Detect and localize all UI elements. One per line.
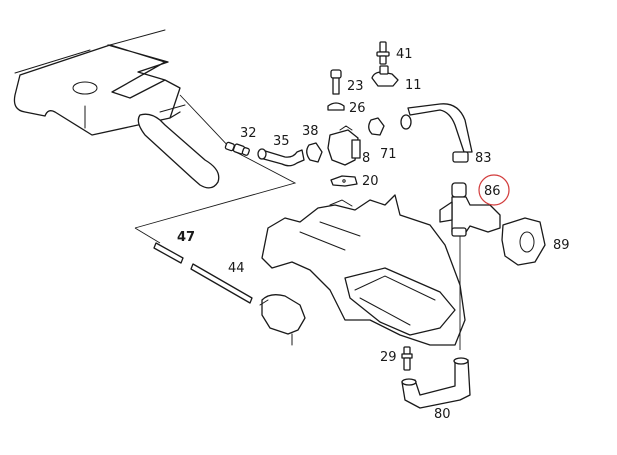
part-8-valve: [327, 125, 361, 166]
part-86-t-connector: [439, 182, 501, 237]
part-83-hose: [400, 103, 473, 163]
part-89-clamp: [501, 217, 546, 266]
part-26-nut: [327, 102, 345, 111]
label-41: 41: [396, 47, 413, 62]
label-11: 11: [405, 78, 422, 93]
label-44: 44: [228, 261, 245, 276]
highlight-circle-86: [478, 174, 510, 206]
label-86: 86: [484, 184, 501, 199]
part-44-rod: [190, 263, 253, 304]
part-29-nipple: [401, 346, 413, 371]
label-35: 35: [273, 134, 290, 149]
label-89: 89: [553, 238, 570, 253]
part-23-bolt: [330, 69, 342, 95]
label-71: 71: [380, 147, 397, 162]
label-83: 83: [475, 151, 492, 166]
thermo-valve: [259, 294, 306, 346]
part-47-rod: [153, 242, 184, 264]
leader-bracket-upper: [134, 94, 297, 229]
part-32-fitting: [224, 141, 250, 156]
part-11-flange: [371, 65, 399, 87]
label-47: 47: [177, 230, 195, 245]
label-80: 80: [434, 407, 451, 422]
engine-cover: [13, 29, 181, 136]
part-80-hose: [401, 357, 471, 409]
label-32: 32: [240, 126, 257, 141]
label-23: 23: [347, 79, 364, 94]
part-35-hose: [257, 148, 305, 167]
breather-hose: [137, 104, 220, 189]
part-38-clamp: [306, 142, 323, 163]
label-20: 20: [362, 174, 379, 189]
label-38: 38: [302, 124, 319, 139]
part-20-gasket: [330, 175, 358, 187]
leader-bracket-lower: [134, 227, 161, 244]
label-8: 8: [362, 151, 370, 166]
part-71-clamp: [368, 117, 385, 136]
part-41-bolt: [376, 41, 390, 65]
label-26: 26: [349, 101, 366, 116]
label-29: 29: [380, 350, 397, 365]
